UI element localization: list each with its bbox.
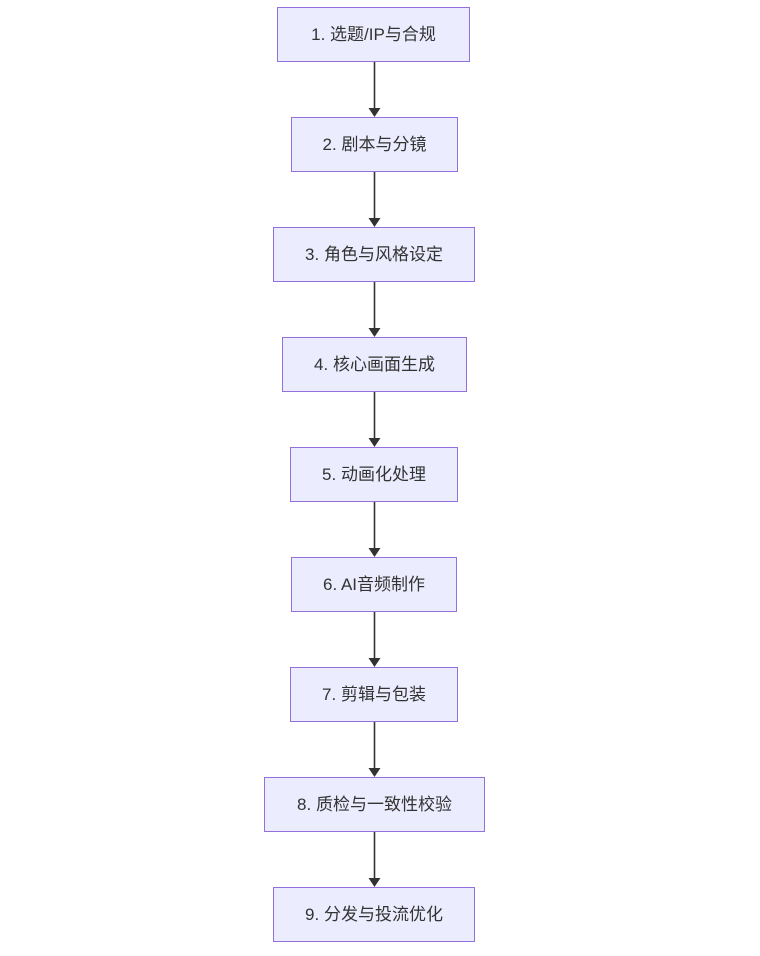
flow-node-label: 9. 分发与投流优化 [305,905,443,924]
flow-node-label: 7. 剪辑与包装 [322,685,426,704]
flow-node-label: 1. 选题/IP与合规 [311,25,436,44]
flow-node-script-storyboard: 2. 剧本与分镜 [291,117,458,172]
flow-node-character-style: 3. 角色与风格设定 [273,227,475,282]
flow-node-distribution-ads-optimization: 9. 分发与投流优化 [273,887,475,942]
flow-arrow-4-5 [368,392,381,447]
flow-node-ai-audio-production: 6. AI音频制作 [291,557,457,612]
flow-arrow-2-3 [368,172,381,227]
flow-node-label: 5. 动画化处理 [322,465,426,484]
flow-arrow-5-6 [368,502,381,557]
flow-node-label: 4. 核心画面生成 [314,355,435,374]
flow-node-qc-consistency-check: 8. 质检与一致性校验 [264,777,485,832]
flow-node-editing-packaging: 7. 剪辑与包装 [290,667,458,722]
flow-node-label: 2. 剧本与分镜 [322,135,427,154]
flow-node-animation-processing: 5. 动画化处理 [290,447,458,502]
flow-node-label: 6. AI音频制作 [322,575,426,594]
flow-node-key-frame-generation: 4. 核心画面生成 [282,337,467,392]
flow-arrow-6-7 [368,612,381,667]
flow-arrow-1-2 [368,62,381,117]
flow-node-label: 3. 角色与风格设定 [305,245,443,264]
flow-arrow-3-4 [368,282,381,337]
flow-arrow-8-9 [368,832,381,887]
flow-node-label: 8. 质检与一致性校验 [297,795,452,814]
flow-node-topic-ip-compliance: 1. 选题/IP与合规 [277,7,470,62]
flow-arrow-7-8 [368,722,381,777]
